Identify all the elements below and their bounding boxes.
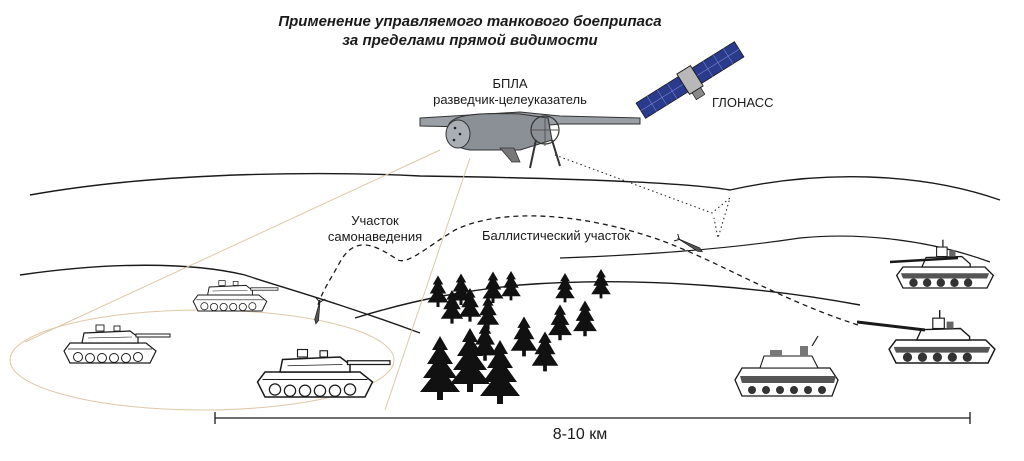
range-label: 8-10 км bbox=[552, 426, 608, 443]
homing-label-line-1: Участок bbox=[351, 213, 399, 228]
homing-segment-label: Участок самонаведения bbox=[320, 213, 430, 245]
uav-label-line-1: БПЛА bbox=[492, 76, 528, 91]
uav-label: БПЛА разведчик-целеуказатель bbox=[420, 76, 600, 108]
tank-far-left-mid bbox=[63, 324, 171, 364]
projectile-homing bbox=[314, 297, 326, 325]
ballistic-segment-label: Баллистический участок bbox=[482, 228, 630, 243]
trajectory-line bbox=[317, 215, 859, 326]
title-line-1: Применение управляемого танкового боепри… bbox=[278, 13, 662, 30]
firing-barrel bbox=[856, 320, 926, 332]
uav-drone bbox=[419, 111, 641, 169]
tank-right-top bbox=[896, 239, 994, 289]
tank-right-firing bbox=[888, 309, 996, 364]
uav-label-line-2: разведчик-целеуказатель bbox=[433, 92, 587, 107]
far-ridge-line bbox=[29, 172, 1001, 201]
sight-line-left bbox=[24, 149, 441, 343]
near-hill-line bbox=[354, 281, 861, 319]
mid-hill-line bbox=[19, 264, 421, 334]
tank-far-left-near bbox=[256, 348, 391, 398]
support-vehicle bbox=[734, 335, 839, 397]
diagram-title: Применение управляемого танкового боепри… bbox=[240, 12, 700, 50]
tank-far-left-top bbox=[192, 280, 279, 312]
homing-label-line-2: самонаведения bbox=[327, 229, 423, 244]
data-link-line bbox=[554, 154, 731, 239]
sight-line-right bbox=[384, 157, 471, 411]
projectile-ballistic bbox=[673, 233, 704, 252]
right-ridge-line bbox=[559, 235, 991, 263]
glonass-satellite bbox=[635, 41, 745, 119]
title-line-2: за пределами прямой видимости bbox=[342, 32, 598, 49]
forest bbox=[420, 269, 611, 404]
range-bar bbox=[214, 412, 971, 424]
glonass-label: ГЛОНАСС bbox=[712, 95, 774, 110]
